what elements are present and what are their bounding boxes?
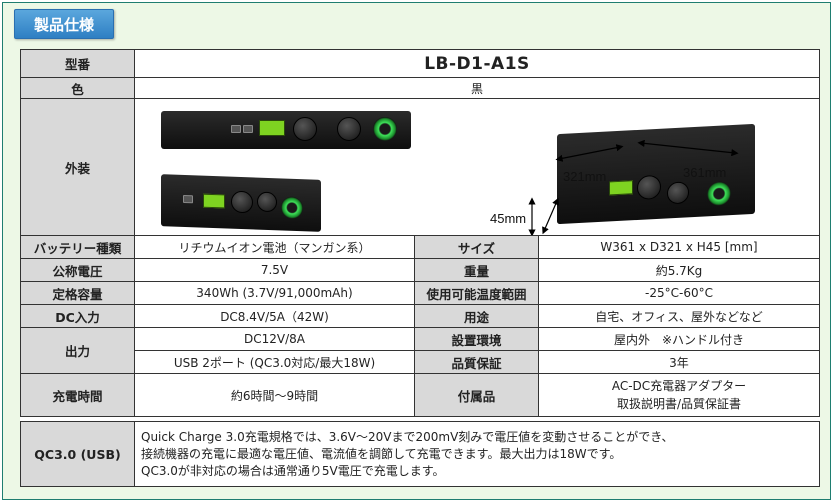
size-value: W361 x D321 x H45 [mm] [538, 235, 820, 259]
nominal-voltage-value: 7.5V [134, 258, 415, 282]
color-value: 黒 [134, 77, 820, 99]
spec-row: バッテリー種類 リチウムイオン電池（マンガン系） サイズ W361 x D321… [20, 235, 820, 259]
model-row: 型番 LB-D1-A1S [20, 49, 820, 78]
warranty-value: 3年 [538, 350, 820, 374]
rated-capacity-label: 定格容量 [20, 281, 135, 305]
install-env-label: 設置環境 [414, 327, 539, 351]
color-row: 色 黒 [20, 77, 820, 99]
device-front-image [161, 111, 411, 149]
model-value: LB-D1-A1S [134, 49, 820, 78]
qc-label: QC3.0 (USB) [20, 421, 135, 487]
spec-row: 充電時間 約6時間～9時間 付属品 AC-DC充電器アダプター 取扱説明書/品質… [20, 373, 820, 417]
usage-value: 自宅、オフィス、屋外などなど [538, 304, 820, 328]
dimension-depth-label: 321mm [563, 169, 607, 184]
battery-type-label: バッテリー種類 [20, 235, 135, 259]
dimension-height-label: 45mm [490, 211, 527, 226]
output-dc-value: DC12V/8A [134, 327, 415, 351]
exterior-images: 321mm 361mm 45mm [134, 98, 820, 236]
spec-row: DC入力 DC8.4V/5A（42W) 用途 自宅、オフィス、屋外などなど [20, 304, 820, 328]
qc-row: QC3.0 (USB) Quick Charge 3.0充電規格では、3.6V～… [20, 421, 820, 487]
dimension-width-label: 361mm [683, 165, 727, 180]
color-label: 色 [20, 77, 135, 99]
accessory-item: 取扱説明書/品質保証書 [616, 397, 742, 411]
weight-value: 約5.7Kg [538, 258, 820, 282]
warranty-label: 品質保証 [414, 350, 539, 374]
output-usb-value: USB 2ポート (QC3.0対応/最大18W) [134, 350, 415, 374]
weight-label: 重量 [414, 258, 539, 282]
charge-time-value: 約6時間～9時間 [134, 373, 415, 417]
temp-range-label: 使用可能温度範囲 [414, 281, 539, 305]
spec-row: 定格容量 340Wh (3.7V/91,000mAh) 使用可能温度範囲 -25… [20, 281, 820, 305]
qc-line: QC3.0が非対応の場合は通常通り5V電圧で充電します。 [141, 463, 445, 478]
accessories-label: 付属品 [414, 373, 539, 417]
exterior-row: 外装 [20, 98, 820, 236]
qc-line: Quick Charge 3.0充電規格では、3.6V～20Vまで200mV刻み… [141, 429, 674, 444]
spec-table: 型番 LB-D1-A1S 色 黒 外装 [20, 49, 820, 487]
model-label: 型番 [20, 49, 135, 78]
usage-label: 用途 [414, 304, 539, 328]
battery-type-value: リチウムイオン電池（マンガン系） [134, 235, 415, 259]
size-label: サイズ [414, 235, 539, 259]
dc-input-label: DC入力 [20, 304, 135, 328]
output-label: 出力 [20, 327, 135, 374]
spec-row: 公称電圧 7.5V 重量 約5.7Kg [20, 258, 820, 282]
qc-description: Quick Charge 3.0充電規格では、3.6V～20Vまで200mV刻み… [134, 421, 820, 487]
qc-line: 接続機器の充電に最適な電圧値、電流値を調節して充電できます。最大出力は18Wです… [141, 446, 622, 461]
spec-row: 出力 DC12V/8A 設置環境 屋内外 ※ハンドル付き [20, 327, 820, 374]
exterior-label: 外装 [20, 98, 135, 236]
charge-time-label: 充電時間 [20, 373, 135, 417]
temp-range-value: -25°C-60°C [538, 281, 820, 305]
spec-title-tab: 製品仕様 [14, 9, 114, 39]
spec-row: USB 2ポート (QC3.0対応/最大18W) 品質保証 3年 [21, 350, 820, 374]
dc-input-value: DC8.4V/5A（42W) [134, 304, 415, 328]
dimension-arrows [528, 139, 739, 235]
accessory-item: AC-DC充電器アダプター [611, 379, 747, 393]
install-env-value: 屋内外 ※ハンドル付き [538, 327, 820, 351]
nominal-voltage-label: 公称電圧 [20, 258, 135, 282]
accessories-value: AC-DC充電器アダプター 取扱説明書/品質保証書 [538, 373, 820, 417]
rated-capacity-value: 340Wh (3.7V/91,000mAh) [134, 281, 415, 305]
